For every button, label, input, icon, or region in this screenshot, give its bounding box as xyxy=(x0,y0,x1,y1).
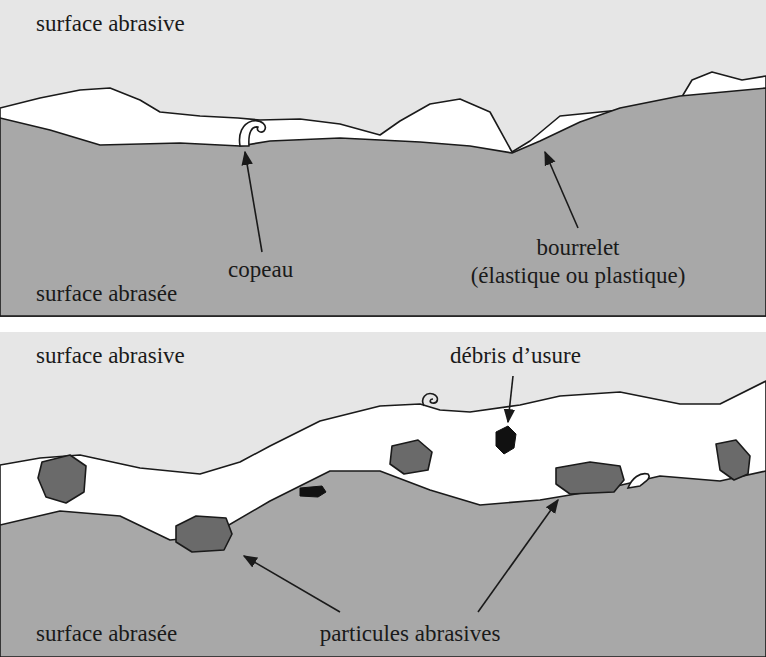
callout-label: bourrelet(élastique ou plastique) xyxy=(471,234,686,289)
surface-name: surface abrasive xyxy=(36,10,185,38)
two-body-abrasion xyxy=(0,0,766,316)
surface-name: surface abrasée xyxy=(36,620,177,648)
surface-name: surface abrasée xyxy=(36,280,177,308)
callout-label: particules abrasives xyxy=(320,620,501,648)
surface-name: surface abrasive xyxy=(36,342,185,370)
callout-label: copeau xyxy=(228,256,293,284)
callout-label: débris d’usure xyxy=(450,342,581,370)
three-body-abrasion xyxy=(0,332,766,657)
